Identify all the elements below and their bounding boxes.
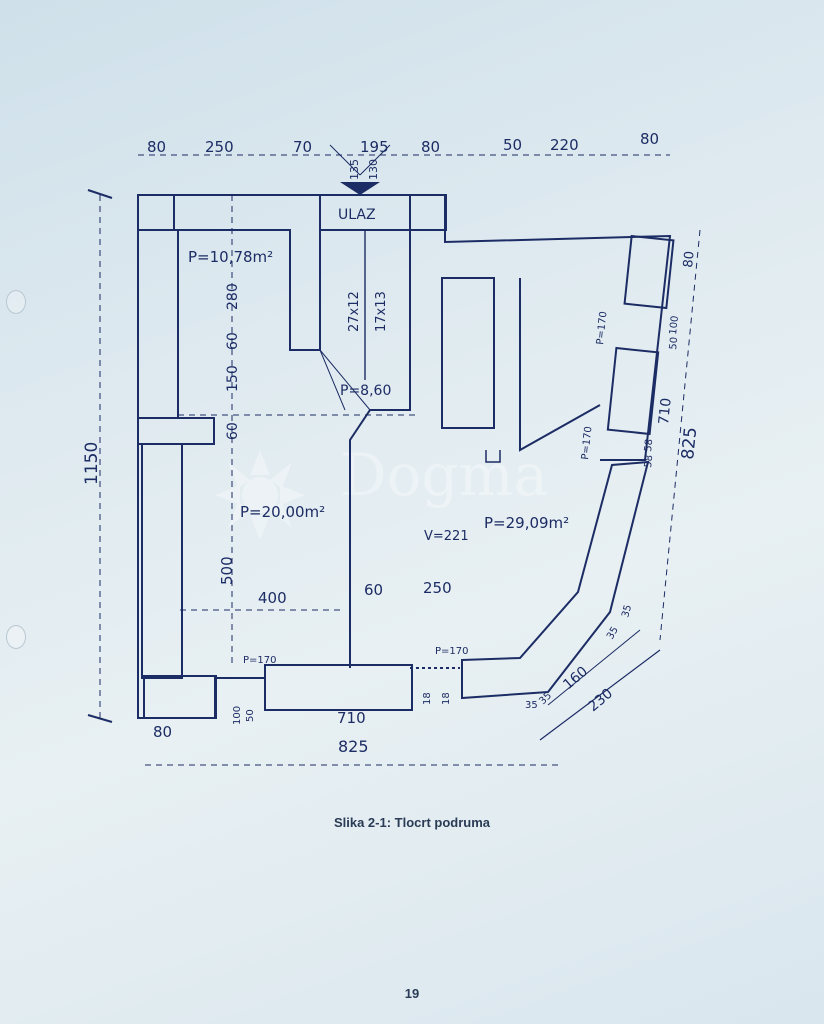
dim-tick [87,714,113,723]
wall-pier [143,675,217,719]
dim-right: 100 [668,315,681,335]
opening-label: P=170 [580,426,594,460]
dim-inner-vertical: 280 [225,283,241,310]
room-area: P=20,00m² [240,503,325,521]
entrance-label: ULAZ [338,207,376,223]
wall-niche [485,450,501,463]
dim-inner-horizontal: 250 [423,579,452,597]
wall-pier [137,229,179,419]
dim-inner-vertical: 150 [225,365,241,392]
dim-bottom: 50 [245,709,256,722]
dimension-line [547,629,641,706]
wall-corner [137,194,175,231]
dim-corner: 35 [525,700,538,711]
dim-bottom: 80 [153,723,172,741]
dim-top-small: 130 [367,159,380,180]
dim-bottom: 710 [337,709,366,727]
wall [137,195,265,719]
stair-spec: 27x12 [347,291,362,332]
dim-inner-vertical: 60 [225,422,241,440]
entrance-arrow-icon [340,182,380,195]
punch-hole [6,625,26,649]
wall-pier [137,417,215,445]
dim-top: 80 [421,138,440,156]
stair-spec: 17x13 [374,291,389,332]
dimension-line [539,649,661,741]
dim-corner: 35 [605,625,621,642]
sun-icon [215,450,305,540]
dim-top: 70 [293,138,312,156]
room-area: P=29,09m² [484,514,569,532]
stair-area: P=8,60 [340,383,391,399]
dim-tick [87,189,113,199]
dim-top: 250 [205,138,234,156]
dim-top: 50 [503,136,522,154]
punch-hole [6,290,26,314]
internal-pillar [441,277,495,429]
dim-bottom: 18 [441,692,452,705]
wall-segment [264,664,413,711]
dim-inner-horizontal: 60 [364,581,383,599]
dim-right: 710 [656,397,675,425]
dim-corner: 230 [585,686,616,715]
dim-top: 80 [640,130,659,148]
page-number: 19 [404,986,420,1001]
dim-bottom: 825 [338,737,369,756]
opening-label: P=170 [435,646,469,657]
internal-wall [519,278,601,452]
wall-segment [461,460,650,700]
dim-inner-vertical: 500 [218,556,236,585]
entrance-guide [329,144,391,176]
dim-right: 825 [678,426,701,460]
opening-label: P=170 [595,311,609,345]
watermark-logo: Dogma [215,441,548,540]
dim-right: 58 [643,454,655,468]
dim-corner: 160 [560,664,591,693]
dim-left: 1150 [82,442,102,485]
watermark-text: Dogma [340,441,548,509]
dim-top: 220 [550,136,579,154]
dim-inner-vertical: 60 [225,332,241,350]
room-area: P=10,78m² [188,248,273,266]
dim-bottom: 100 [232,706,243,725]
wall [138,194,672,461]
dim-top-small: 135 [348,159,361,180]
stair-line [319,349,371,411]
dim-inner-horizontal: 400 [258,589,287,607]
wall-pier [623,234,675,310]
dim-top: 80 [147,138,166,156]
dim-top: 195 [360,138,389,156]
height-label: V=221 [424,529,469,544]
dim-right: 80 [681,250,698,268]
dim-corner: 35 [620,604,634,619]
dim-right: 58 [643,438,655,452]
figure-caption: Slika 2-1: Tlocrt podruma [333,815,491,830]
wall-pier [606,346,660,436]
dim-bottom: 18 [422,692,433,705]
dim-right: 50 [668,336,680,350]
wall-pier [141,443,183,679]
opening-label: P=170 [243,655,277,666]
wall-pier [409,194,447,231]
dimension-line [659,229,701,641]
floor-plan: 80 250 70 195 80 50 220 80 135 130 ULAZ … [82,130,701,766]
